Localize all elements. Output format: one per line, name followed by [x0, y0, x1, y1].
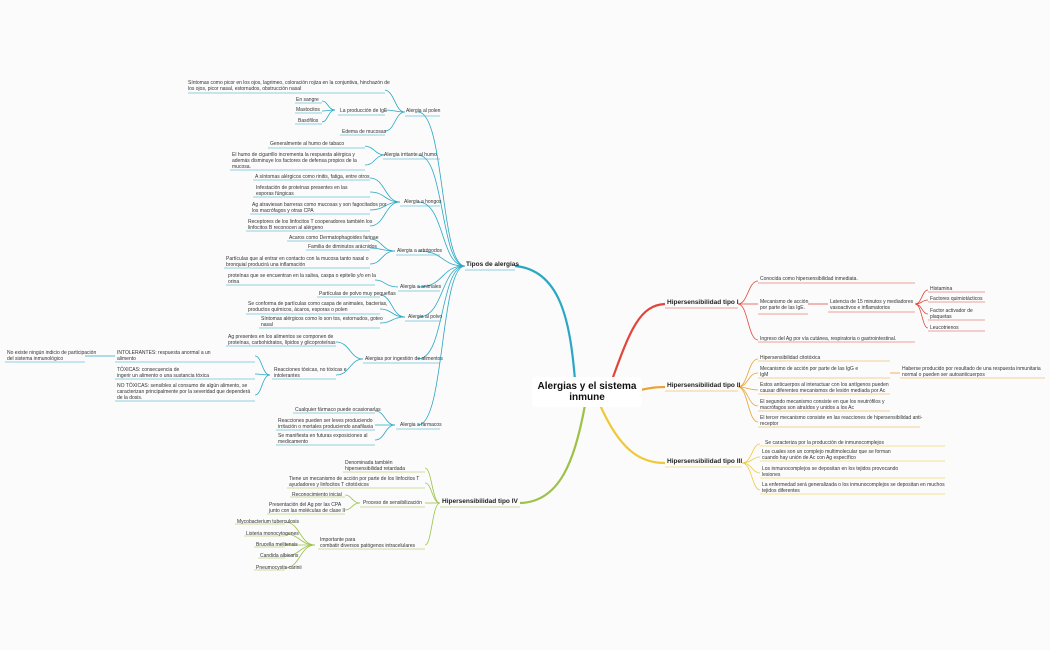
- artropodos-item-1[interactable]: Acaros como Dermatophagoides farinae: [289, 235, 379, 241]
- patogenos-intracelulares[interactable]: Importante para combatir diversos patóge…: [320, 537, 416, 549]
- alergia-artropodos-node[interactable]: Alergia a artrópodos: [397, 248, 443, 254]
- ingestion-no-toxicas[interactable]: NO TÓXICAS: sensibles al consumo de algú…: [117, 383, 251, 401]
- ingestion-toxicas[interactable]: TÓXICAS: consecuencia de ingerir un alim…: [117, 367, 209, 379]
- tipo2-branch-lines: [639, 358, 900, 423]
- polen-edema[interactable]: Edema de mucosas: [342, 129, 387, 135]
- polvo-item-2[interactable]: Se conforma de partículas como caspa de …: [248, 301, 388, 313]
- tipos-underlines: [5, 92, 515, 446]
- ingestion-intolerantes[interactable]: INTOLERANTES: respuesta anormal a un ali…: [117, 350, 211, 362]
- ige-en-sangre[interactable]: En sangre: [296, 97, 319, 103]
- alergia-hongos-node[interactable]: Alergia a hongos: [404, 199, 442, 205]
- alergia-polvo-node[interactable]: Alergia al polvo: [408, 314, 443, 320]
- hongos-item-2[interactable]: Infestación de proteínas presentes en la…: [256, 185, 348, 197]
- farmacos-item-1[interactable]: Cualquier fármaco puede ocasionarlas: [295, 407, 381, 413]
- hongos-item-4[interactable]: Receptores de los linfocitos T cooperado…: [248, 219, 373, 231]
- patogeno-listeria[interactable]: Listeria monocytogenes: [246, 531, 299, 537]
- tipo1-branch-lines: [610, 280, 929, 381]
- tipo-ii-node[interactable]: Hipersensibilidad tipo II: [667, 382, 741, 389]
- ingestion-item-1[interactable]: Ag presentes en los alimentos se compone…: [228, 334, 336, 346]
- patogeno-brucella[interactable]: Brucella melitensis: [256, 542, 298, 548]
- tipo-i-node[interactable]: Hipersensibilidad tipo I: [667, 299, 739, 306]
- ige-basofilos[interactable]: Basófilos: [298, 118, 319, 124]
- alergia-polen-node[interactable]: Alergia al polen: [406, 108, 441, 114]
- tipo-i-item-2[interactable]: Mecanismo de acción por parte de las IgE…: [760, 299, 809, 311]
- alergia-farmacos-node[interactable]: Alergia a fármacos: [400, 422, 442, 428]
- tipo-ii-item-5[interactable]: El tercer mecanismo consiste en las reac…: [760, 415, 923, 427]
- mediador-histamina[interactable]: Histamina: [930, 286, 953, 292]
- tipo-iii-item-4[interactable]: La enfermedad será generalizada o los in…: [762, 482, 945, 494]
- alergia-animales-node[interactable]: Alergia a animales: [400, 284, 442, 290]
- patogeno-mycobacterium[interactable]: Mycobacterium tuberculosis: [237, 519, 299, 525]
- polvo-item-3[interactable]: Síntomas alérgicos como lo son tos, esto…: [261, 316, 383, 328]
- tipo2-underlines: [665, 360, 1045, 428]
- polvo-item-1[interactable]: Partículas de polvo muy pequeñas: [319, 291, 396, 297]
- tipo-i-item-1[interactable]: Conocida como hipersensibilidad inmediat…: [760, 276, 858, 282]
- tipo-ii-nota[interactable]: Haberse producido por resultado de una r…: [902, 366, 1041, 378]
- artropodos-item-3[interactable]: Partículas que al entrar en contacto con…: [226, 256, 369, 268]
- tipo1-underlines: [665, 282, 985, 343]
- tipo-ii-item-4[interactable]: El segundo mecanismo consiste en que los…: [760, 399, 885, 411]
- tipo3-branch-lines: [598, 404, 761, 491]
- tipos-de-alergias-node[interactable]: Tipos de alergias: [466, 261, 519, 268]
- proceso-sensibilizacion[interactable]: Proceso de sensibilización: [363, 500, 422, 506]
- mediador-leucotrienos[interactable]: Leucotrienos: [930, 325, 959, 331]
- presentacion-ag[interactable]: Presentación del Ag por las CPA junto co…: [269, 502, 346, 514]
- mediador-factores-quimiotacticos[interactable]: Factores quimiotácticos: [930, 296, 983, 302]
- tipos-branch-lines: [85, 89, 577, 441]
- patogeno-candida[interactable]: Candida albicans: [260, 553, 299, 559]
- artropodos-item-2[interactable]: Familia de diminutos arácnidos: [308, 244, 377, 250]
- humo-item-1[interactable]: Generalmente al humo de tabaco: [270, 141, 345, 147]
- ingestion-reacciones[interactable]: Reacciones tóxicas, no tóxicas e intoler…: [274, 367, 347, 379]
- tipo-ii-item-1[interactable]: Hipersensibilidad citotóxica: [760, 355, 821, 361]
- patogeno-pneumocystis[interactable]: Pneumocystis carinii: [256, 565, 302, 571]
- tipo-iv-item-2[interactable]: Tiene un mecanismo de acción por parte d…: [289, 476, 420, 488]
- farmacos-item-2[interactable]: Reacciones pueden ser leves produciendo …: [278, 418, 374, 430]
- tipo-ii-item-3[interactable]: Estos anticuerpos al interactuar con los…: [760, 382, 889, 394]
- farmacos-item-3[interactable]: Se manifiesta en futuras exposiciones al…: [278, 433, 368, 445]
- alergia-ingestion-node[interactable]: Alergias por ingestión de alimentos: [365, 356, 443, 362]
- polen-sintomas[interactable]: Síntomas como picor en los ojos, lagrime…: [188, 80, 390, 92]
- animales-item-1[interactable]: proteínas que se encuentran en la saliva…: [228, 273, 376, 285]
- tipo-i-latencia[interactable]: Latencia de 15 minutos y mediadores vaso…: [830, 299, 914, 311]
- tipo-iv-item-1[interactable]: Denominada también hipersensibilidad ret…: [345, 460, 406, 472]
- reconocimiento-inicial[interactable]: Reconocimiento inicial: [292, 492, 342, 498]
- intolerantes-nota[interactable]: No existe ningún indicio de participació…: [7, 350, 97, 362]
- tipo-i-item-3[interactable]: Ingreso del Ag por vía cutánea, respirat…: [760, 336, 897, 342]
- central-topic[interactable]: Alergias y el sistema inmune: [532, 377, 642, 407]
- humo-item-2[interactable]: El humo de cigarrillo incrementa la resp…: [232, 152, 357, 170]
- tipo4-underlines: [235, 471, 520, 571]
- tipo-iii-item-1[interactable]: Se caracteriza por la producción de inmu…: [765, 440, 884, 446]
- tipo-iii-item-2[interactable]: Los cuales son un complejo multimolecula…: [762, 449, 891, 461]
- tipo3-underlines: [665, 445, 945, 495]
- alergia-humo-node[interactable]: Alergia irritante al humo: [384, 152, 437, 158]
- tipo4-branch-lines: [284, 404, 587, 569]
- hongos-item-3[interactable]: Ag atraviesan barreras como mucosas y so…: [252, 202, 387, 214]
- mediador-factor-activador[interactable]: Factor activador de plaquetas: [930, 308, 973, 320]
- tipo-iv-node[interactable]: Hipersensibilidad tipo IV: [442, 498, 518, 505]
- tipo-ii-item-2[interactable]: Mecanismo de acción por parte de las IgG…: [760, 366, 859, 378]
- tipo-iii-node[interactable]: Hipersensibilidad tipo III: [667, 458, 743, 465]
- polen-produccion-ige[interactable]: La producción de IgE: [340, 108, 388, 114]
- hongos-item-1[interactable]: A síntomas alérgicos como rinitis, fatig…: [255, 174, 370, 180]
- ige-mastocitos[interactable]: Mastocitos: [296, 107, 320, 113]
- tipo-iii-item-3[interactable]: Los inmunocomplejos se depositan en los …: [762, 466, 899, 478]
